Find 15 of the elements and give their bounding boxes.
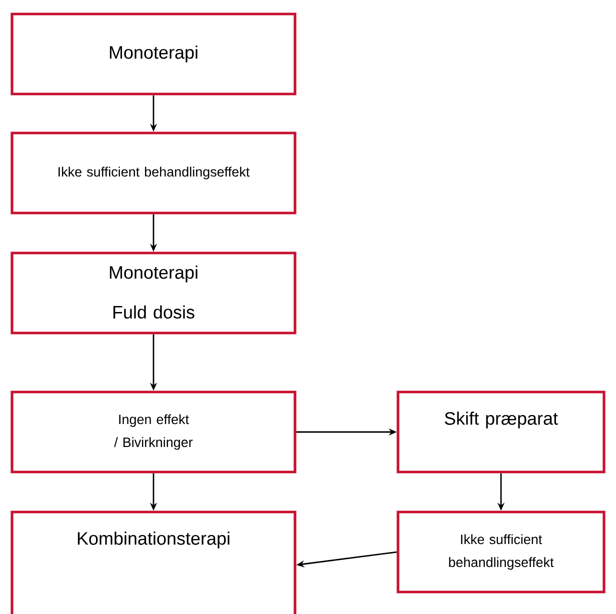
process-box	[10, 12, 296, 96]
box-text: Ikke sufficient behandlingseffekt	[449, 534, 554, 570]
box-text: Skift præparat	[444, 412, 558, 428]
box-text: Fuld dosis	[113, 305, 194, 319]
process-box	[10, 252, 296, 334]
box-text: Ikke sufficient behandlingseffekt	[58, 166, 250, 180]
process-box	[10, 132, 296, 214]
process-box	[396, 510, 606, 594]
process-box	[10, 510, 296, 614]
process-box	[396, 390, 606, 474]
box-text: Monoterapi	[110, 266, 198, 282]
box-text: Monoterapi	[110, 46, 198, 62]
process-box	[10, 390, 296, 474]
box-text: Ingen effekt / Bivirkninger	[114, 414, 193, 450]
box-text: Kombinationsterapi	[78, 532, 230, 548]
